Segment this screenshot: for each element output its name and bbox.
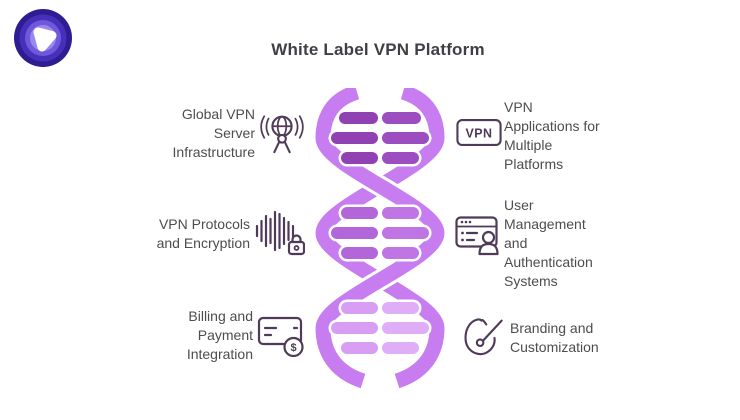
- feature-user-management: User Management and Authentication Syste…: [504, 196, 612, 291]
- feature-label-line: Systems: [504, 273, 558, 289]
- page-title: White Label VPN Platform: [271, 40, 485, 59]
- feature-label-line: Applications for: [504, 118, 600, 134]
- user-management-icon: [455, 216, 499, 256]
- feature-label-line: Platforms: [504, 156, 564, 172]
- feature-label-line: Payment: [197, 327, 253, 343]
- feature-label-line: Multiple: [504, 137, 553, 153]
- feature-label-line: and Encryption: [156, 235, 250, 251]
- purevpn-logo: [14, 9, 72, 67]
- feature-label-line: VPN: [504, 99, 533, 115]
- feature-vpn-applications: VPN Applications for Multiple Platforms: [504, 98, 616, 174]
- dna-strand-right: [315, 88, 445, 389]
- feature-billing-payment: Billing and Payment Integration: [156, 307, 253, 364]
- vpn-badge-icon: VPN: [456, 119, 502, 147]
- feature-label-line: VPN Protocols: [158, 216, 250, 232]
- feature-label-line: Customization: [510, 339, 599, 355]
- vpn-badge-label: VPN: [465, 126, 492, 140]
- feature-branding-customization: Branding and Customization: [510, 319, 640, 357]
- feature-label-line: Global VPN: [181, 106, 255, 122]
- dna-rungs-top: [331, 112, 429, 164]
- feature-label-line: Authentication: [504, 254, 593, 270]
- feature-label-line: User: [504, 197, 534, 213]
- dna-strand-left: [315, 88, 445, 389]
- feature-label-line: and: [504, 235, 528, 251]
- feature-vpn-protocols-encryption: VPN Protocols and Encryption: [138, 215, 250, 253]
- logo-pick-shape: [33, 27, 57, 52]
- feature-label-line: Branding and: [510, 320, 594, 336]
- branding-pen-icon: [464, 318, 503, 356]
- encryption-waveform-lock-icon: [255, 210, 305, 256]
- global-network-icon: [260, 115, 304, 154]
- credit-card-dollar-icon: $: [257, 316, 304, 358]
- feature-label-line: Integration: [186, 346, 253, 362]
- dna-rungs-middle: [331, 207, 429, 259]
- feature-label-line: Infrastructure: [172, 144, 255, 160]
- dna-helix-graphic: [315, 88, 445, 390]
- dollar-sign-glyph: $: [290, 342, 296, 354]
- feature-label-line: Billing and: [188, 308, 253, 324]
- dna-rungs-bottom: [331, 302, 429, 354]
- feature-global-vpn-infrastructure: Global VPN Server Infrastructure: [150, 105, 255, 162]
- feature-label-line: Management: [504, 216, 586, 232]
- feature-label-line: Server: [213, 125, 255, 141]
